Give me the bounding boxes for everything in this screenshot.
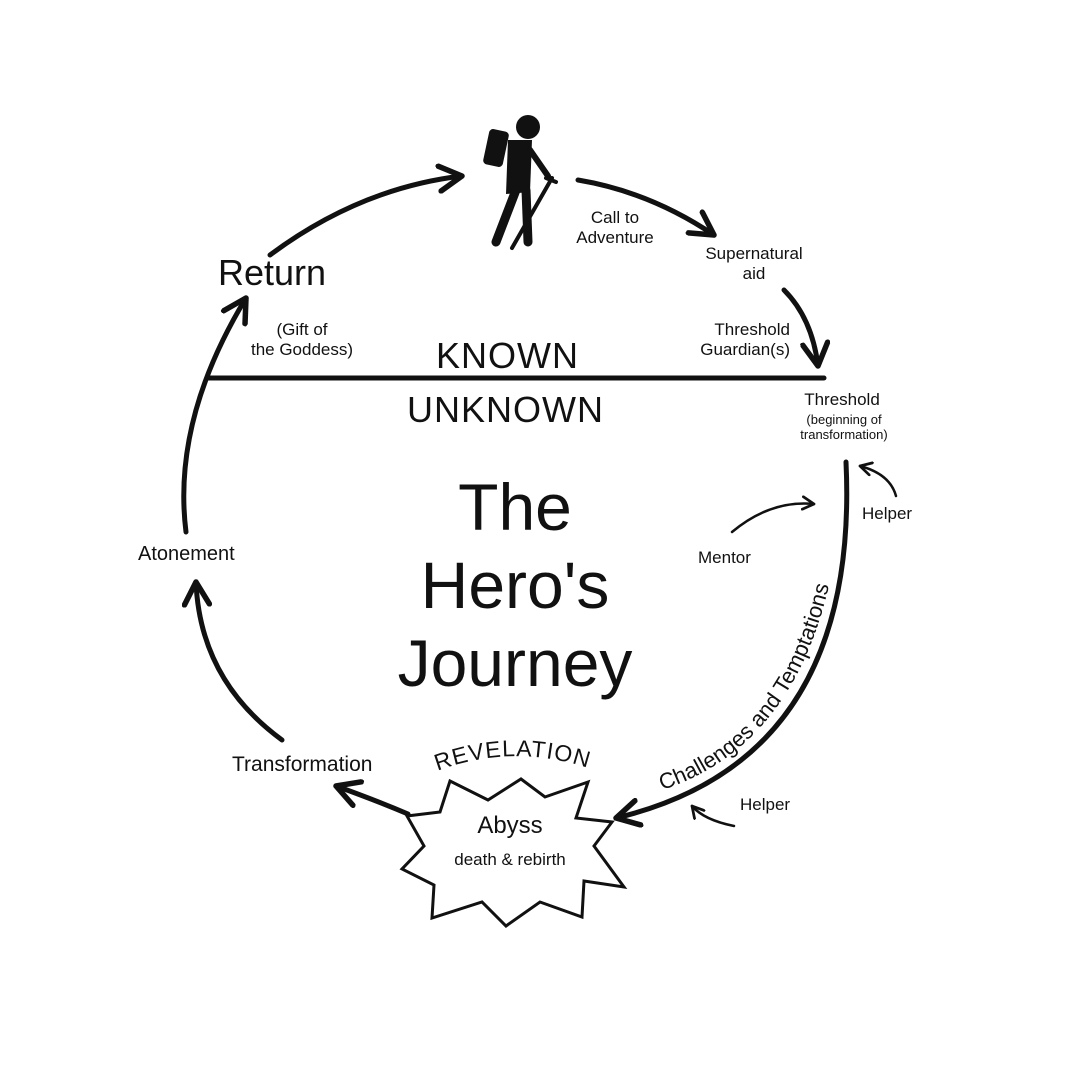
arc-return-to-hero-arrow — [267, 176, 462, 258]
arc-atonement-to-return-arrow — [181, 298, 246, 535]
supernatural-aid-label: Supernatural aid — [705, 244, 803, 283]
helper-upper-arrow — [860, 466, 898, 498]
diagram-title: The Hero's Journey — [360, 468, 670, 702]
threshold-note-label: (beginning of transformation) — [800, 412, 888, 442]
title-line-2: Hero's — [420, 548, 610, 622]
threshold-guardians-label: Threshold Guardian(s) — [700, 320, 790, 359]
arc-transformation-to-atonement-arrow — [196, 582, 285, 743]
unknown-label: UNKNOWN — [407, 389, 604, 430]
hiker-icon — [483, 115, 558, 250]
revelation-label: REVELATION — [431, 735, 595, 775]
arc-challenges-arrow — [616, 459, 850, 818]
threshold-label: Threshold — [804, 390, 880, 409]
atonement-label: Atonement — [138, 543, 235, 565]
title-line-1: The — [458, 470, 572, 544]
transformation-label: Transformation — [232, 753, 373, 776]
arc-abyss-to-transformation-arrow — [336, 786, 411, 817]
arc-call-to-adventure-arrow — [575, 177, 714, 235]
starburst-icon — [399, 777, 628, 928]
arc-supernatural-aid-arrow — [781, 287, 818, 366]
mentor-label: Mentor — [698, 548, 751, 567]
death-and-rebirth-label: death & rebirth — [454, 850, 566, 869]
helper-upper-label: Helper — [862, 504, 913, 523]
title-line-3: Journey — [397, 626, 633, 700]
known-label: KNOWN — [436, 335, 579, 376]
return-label: Return — [218, 252, 327, 293]
helper-lower-arrow — [692, 806, 736, 828]
challenges-label: Challenges and Temptations — [655, 580, 834, 794]
call-to-adventure-label: Call to Adventure — [576, 208, 654, 247]
helper-lower-label: Helper — [740, 795, 791, 814]
abyss-label: Abyss — [477, 812, 543, 839]
mentor-arrow — [730, 504, 814, 534]
gift-of-the-goddess-label: (Gift of the Goddess) — [250, 320, 354, 359]
